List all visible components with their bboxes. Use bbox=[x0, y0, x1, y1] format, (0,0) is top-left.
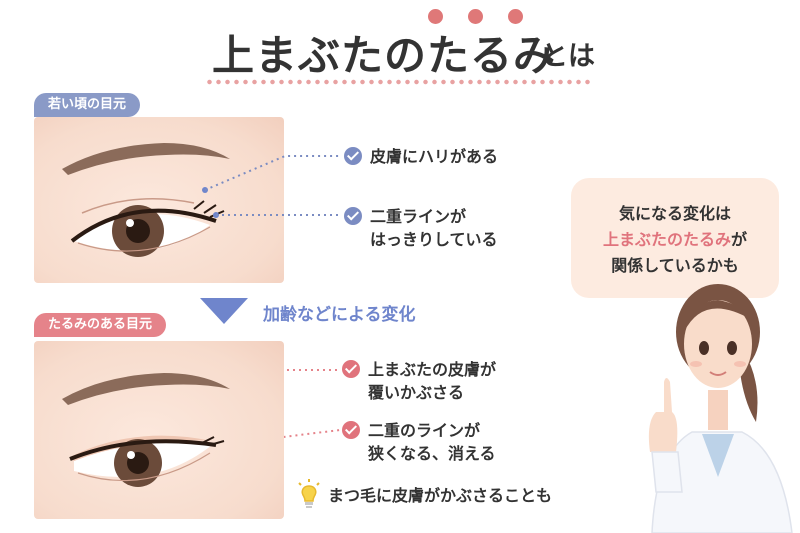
right-eye bbox=[727, 341, 737, 355]
transition-arrow-icon bbox=[200, 298, 248, 324]
check-icon bbox=[342, 360, 360, 378]
young-point-1: 皮膚にハリがある bbox=[344, 145, 498, 168]
check-icon bbox=[344, 207, 362, 225]
young-point-2: 二重ラインがはっきりしている bbox=[344, 205, 498, 251]
neck bbox=[708, 390, 728, 430]
bubble-line-2: 上まぶたのたるみが bbox=[602, 230, 748, 249]
eyebrow bbox=[62, 373, 230, 405]
aged-eye-svg bbox=[62, 373, 230, 487]
aged-eye-label: たるみのある目元 bbox=[34, 313, 167, 337]
speech-bubble bbox=[571, 178, 779, 298]
page-title: 上まぶたのたるみ bbox=[212, 31, 557, 80]
face bbox=[684, 300, 752, 388]
smile bbox=[709, 371, 727, 376]
aged-point-2: 二重のラインが狭くなる、消える bbox=[342, 419, 496, 465]
upper-lash-line bbox=[70, 208, 217, 243]
lightbulb-icon bbox=[298, 479, 320, 508]
inner-shirt bbox=[702, 434, 734, 477]
title-accent-dots bbox=[428, 9, 528, 25]
double-eyelid-crease bbox=[81, 198, 195, 214]
bubble-line-1: 気になる変化は bbox=[618, 204, 731, 223]
aged-tip-text: まつ毛に皮膚がかぶさることも bbox=[328, 486, 553, 505]
left-eye bbox=[699, 341, 709, 355]
lower-lid bbox=[77, 452, 211, 482]
young-eye-label: 若い頃の目元 bbox=[34, 93, 141, 117]
young-eye-illustration bbox=[34, 117, 284, 283]
eyebrow bbox=[62, 143, 230, 175]
title-dotted-underline bbox=[205, 79, 590, 85]
eye-highlight bbox=[126, 219, 134, 227]
check-icon bbox=[344, 147, 362, 165]
transition-label: 加齢などによる変化 bbox=[263, 305, 416, 325]
eyelashes bbox=[201, 436, 225, 446]
bangs bbox=[684, 300, 752, 332]
page-title-suffix: とは bbox=[541, 41, 595, 72]
lower-lid bbox=[77, 226, 211, 252]
coat-sleeve bbox=[651, 451, 683, 493]
young-eye-svg bbox=[62, 143, 230, 257]
bubble-line-3: 関係しているかも bbox=[611, 256, 739, 275]
pointing-hand bbox=[648, 378, 678, 452]
doctor-illustration bbox=[648, 284, 793, 533]
eye-highlight bbox=[127, 451, 135, 459]
upper-lash-line bbox=[69, 439, 217, 461]
check-icon bbox=[342, 421, 360, 439]
aged-eye-illustration bbox=[34, 341, 284, 519]
aged-point-1: 上まぶたの皮膚が覆いかぶさる bbox=[342, 358, 496, 404]
